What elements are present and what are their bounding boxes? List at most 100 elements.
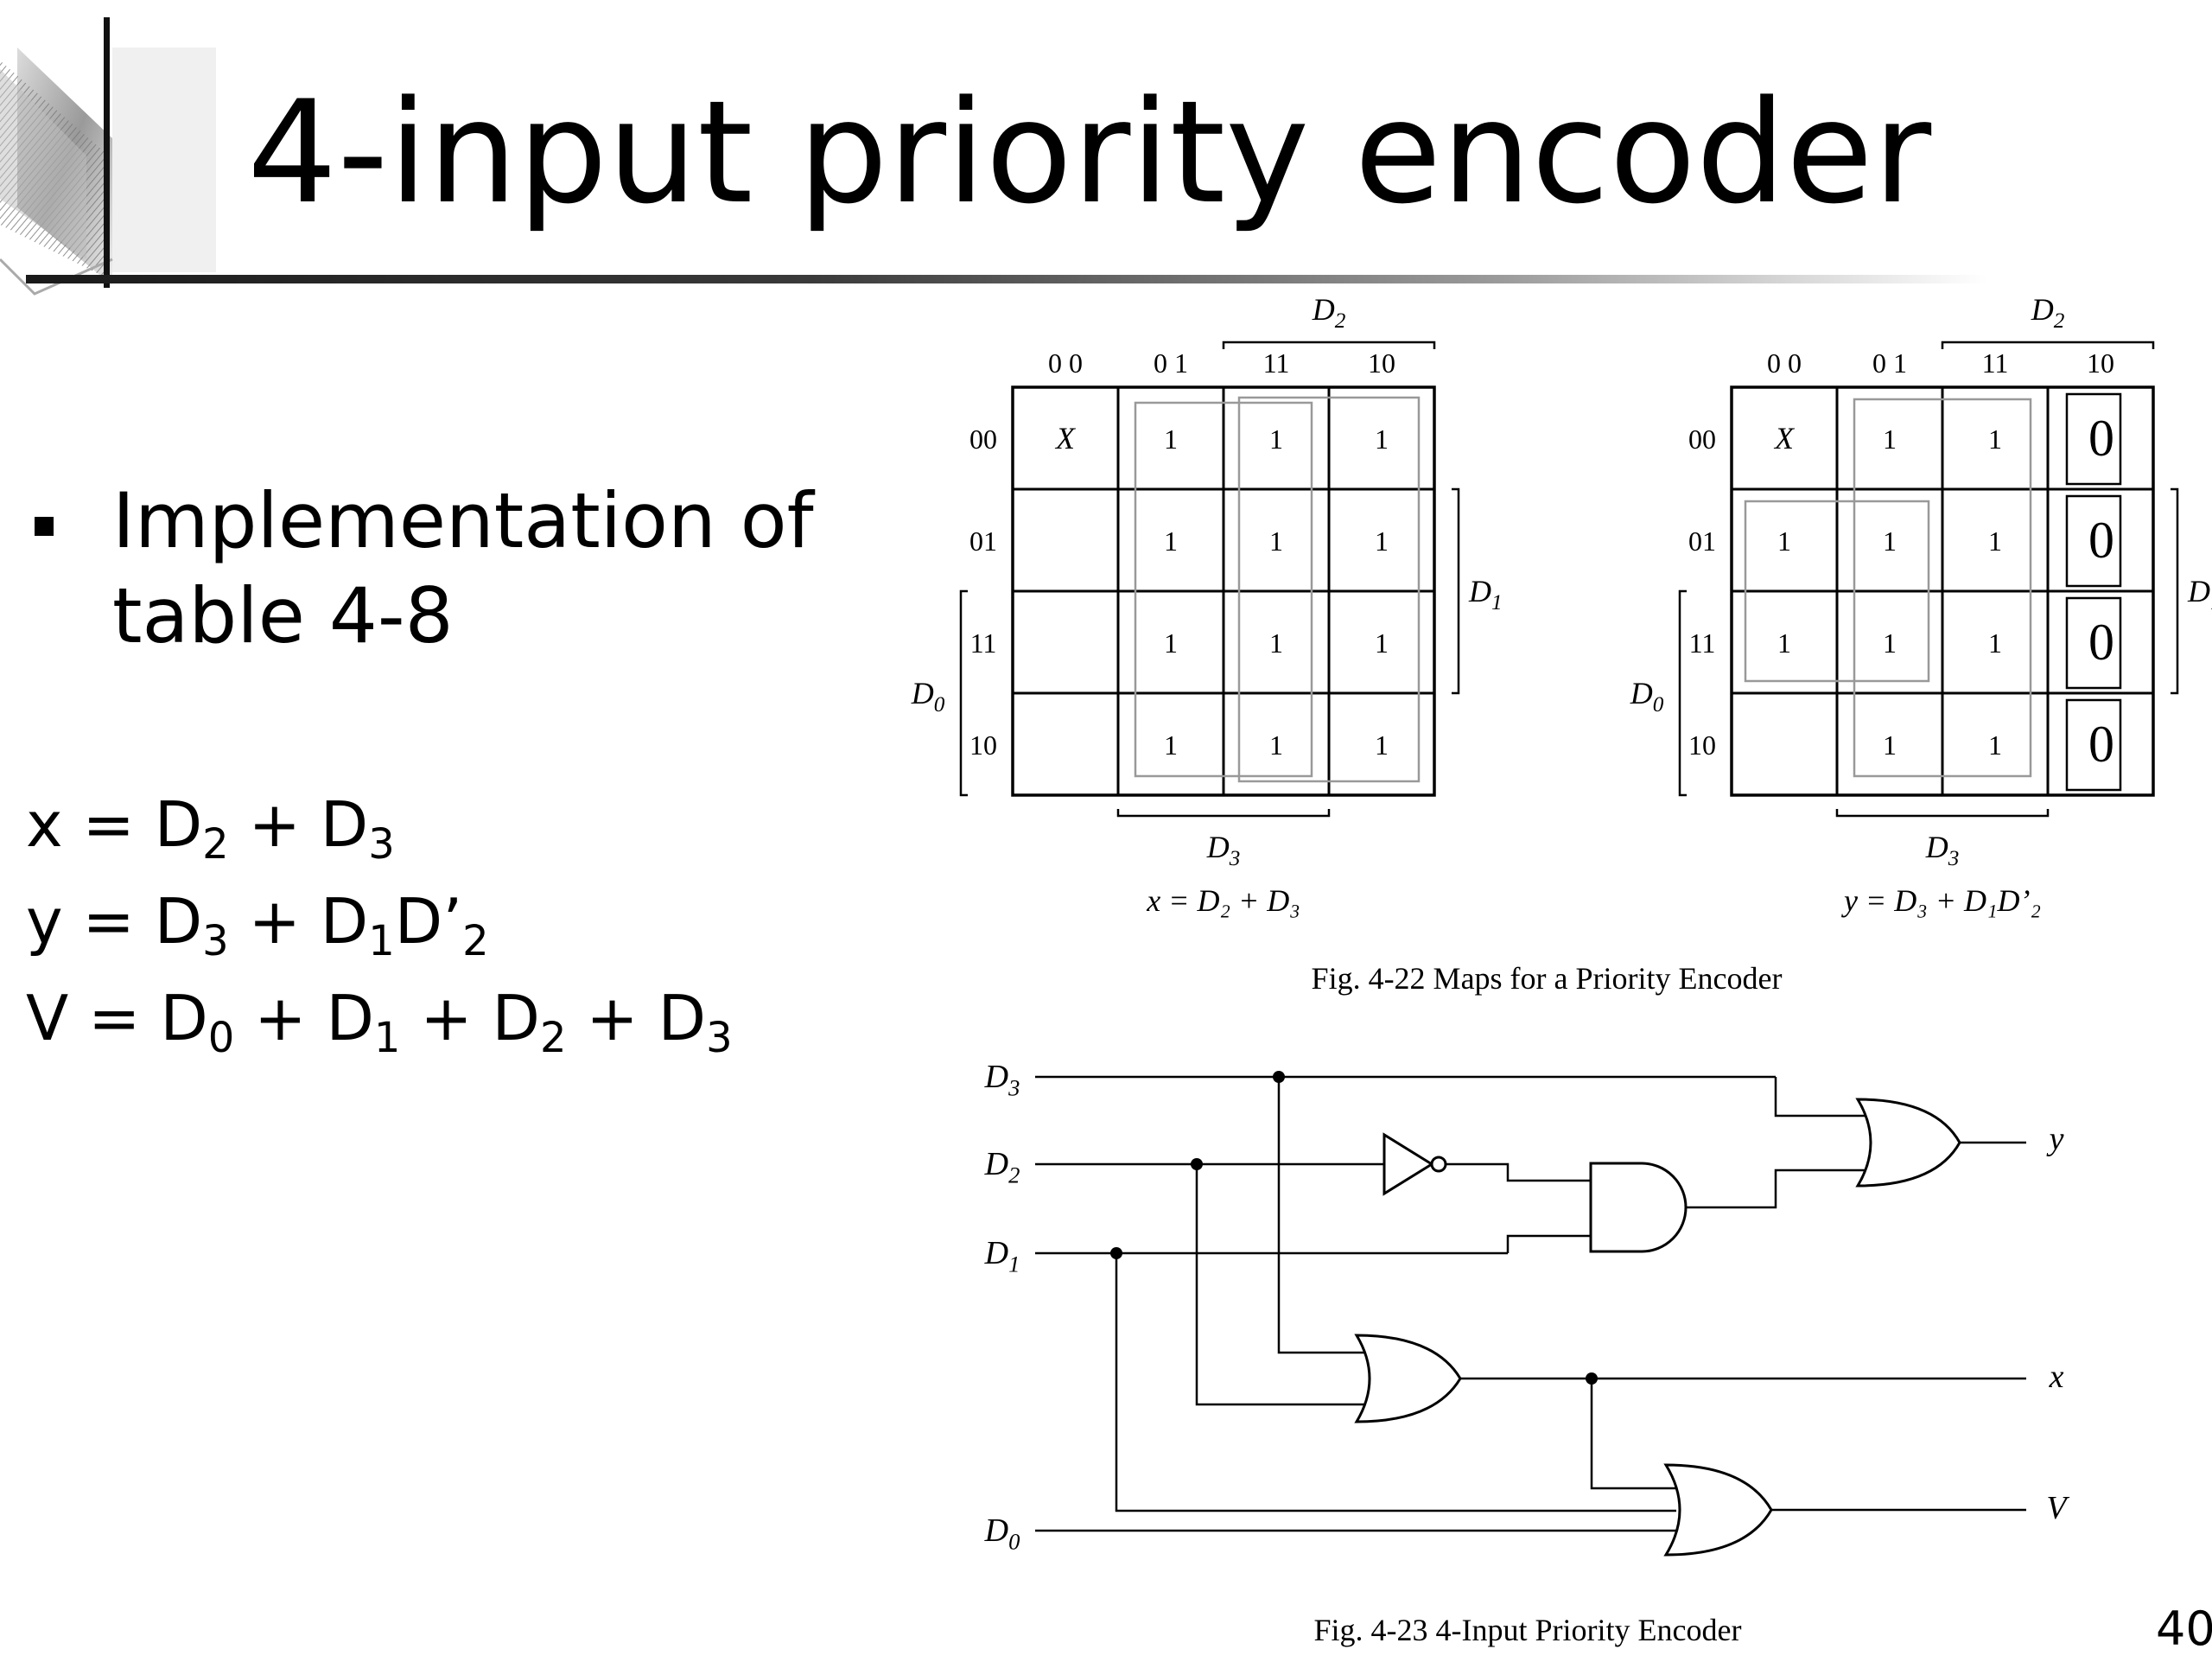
kmap-y-row-header: 01 [1688, 525, 1716, 557]
kmap-x-cell-value: 1 [1269, 525, 1283, 557]
kmap-y-label-left: D0 [1630, 676, 1664, 716]
and-gate [1589, 1162, 1688, 1253]
kmap-y-cell-value: 1 [1883, 423, 1897, 455]
kmap-x-cell-value: 1 [1164, 729, 1178, 761]
kmap-x-cell-value: 1 [1269, 627, 1283, 659]
kmap-y-col-header: 0 1 [1872, 347, 1907, 379]
kmap-y-label-top: D2 [2031, 292, 2065, 333]
kmap-x-label-top: D2 [1312, 292, 1346, 333]
kmap-x-cell-value: 1 [1164, 525, 1178, 557]
equation-v: V = D0 + D1 + D2 + D3 [26, 982, 733, 1062]
equation-x: x = D2 + D3 [26, 788, 395, 869]
kmap-x-col-header: 10 [1368, 347, 1395, 379]
kmap-y-col-header: 10 [2087, 347, 2114, 379]
kmap-y-cell-value: 1 [1988, 729, 2002, 761]
kmap-y-cell-value: X [1773, 421, 1796, 455]
kmap-x-bracket-top [1222, 341, 1436, 349]
kmap-y-bracket-right [2171, 487, 2179, 695]
circuit-output-label-x: x [2049, 1359, 2064, 1395]
kmap-y-bracket-bottom [1835, 809, 2050, 818]
kmap-y-cell-value: 0 [2088, 614, 2114, 671]
wire-and-to-or-y [1685, 1168, 1866, 1209]
kmap-x-cell-value: 1 [1375, 729, 1389, 761]
kmap-y-cell-value: 1 [1883, 627, 1897, 659]
wire-d3-to-or-x [1277, 1077, 1365, 1354]
kmap-x-row-header: 00 [969, 423, 997, 455]
kmap-caption: Fig. 4-22 Maps for a Priority Encoder [1312, 961, 1783, 996]
kmap-y-cell-value: 1 [1988, 423, 2002, 455]
kmap-x-col-header: 11 [1263, 347, 1290, 379]
kmap-x-label-left: D0 [911, 676, 945, 716]
kmap-y-row-header: 11 [1689, 627, 1716, 659]
kmap-x-row-header: 11 [970, 627, 997, 659]
circuit-caption: Fig. 4-23 4-Input Priority Encoder [1314, 1613, 1742, 1647]
kmap-y-row-header: 00 [1688, 423, 1716, 455]
kmap-y-bracket-left [1678, 589, 1687, 797]
circuit-output-label-v: V [2046, 1490, 2069, 1526]
kmap-y-col-header: 0 0 [1767, 347, 1802, 379]
or-gate-y [1855, 1098, 1961, 1188]
kmap-y-bracket-top [1941, 341, 2155, 349]
bullet-square-icon [35, 517, 54, 536]
or-gate-x [1354, 1334, 1462, 1423]
kmap-y-cell-value: 0 [2088, 512, 2114, 569]
kmap-y-cell-value: 0 [2088, 716, 2114, 773]
kmap-x-cell-value: X [1054, 421, 1077, 455]
kmap-y-cell-value: 0 [2088, 410, 2114, 467]
kmap-x-bracket-right [1452, 487, 1460, 695]
kmap-x-group-d3 [1134, 401, 1313, 778]
not-gate-bubble [1430, 1156, 1447, 1173]
kmap-x-label-right: D1 [1468, 574, 1503, 614]
title-rule [26, 275, 1987, 283]
not-gate [1382, 1132, 1434, 1196]
kmap-y-zero-box [2065, 494, 2122, 588]
kmap-x-bracket-bottom [1116, 809, 1331, 818]
kmap-x-cell-value: 1 [1375, 627, 1389, 659]
bullet-text: Implementation of table 4-8 [112, 476, 814, 660]
kmap-y-cell-value: 1 [1777, 525, 1791, 557]
kmap-y-cell-value: 1 [1883, 729, 1897, 761]
kmap-x-cell-value: 1 [1269, 423, 1283, 455]
kmap-x-equation: x = D₂ + D₃ [1146, 883, 1300, 918]
kmap-x-bracket-left [959, 589, 968, 797]
wire-x-to-or-v [1590, 1379, 1676, 1490]
kmap-y-row-header: 10 [1688, 729, 1716, 761]
kmap-x-cell-value: 1 [1375, 525, 1389, 557]
kmap-y-cell-value: 1 [1777, 627, 1791, 659]
corner-decoration [0, 48, 216, 296]
wire-d2-to-or-x [1195, 1164, 1365, 1406]
kmap-x-cell-value: 1 [1269, 729, 1283, 761]
kmap-y-zero-box [2065, 596, 2122, 690]
circuit-input-label-d2: D2 [984, 1146, 1020, 1188]
kmap-y-col-header: 11 [1982, 347, 2009, 379]
circuit-input-label-d3: D3 [984, 1059, 1020, 1101]
wire-d3-to-or-y [1774, 1077, 1866, 1118]
kmap-y-group-d1d2 [1744, 500, 1930, 683]
page-number: 40 [2156, 1602, 2212, 1656]
page-title: 4-input priority encoder [247, 70, 1932, 235]
kmap-x-label-bottom: D3 [1206, 830, 1241, 870]
kmap-y-equation: y = D₃ + D₁D’₂ [1841, 883, 2041, 918]
kmap-x-col-header: 0 0 [1048, 347, 1083, 379]
kmap-x-group-d2 [1237, 396, 1421, 783]
kmap-y-zero-box [2065, 698, 2122, 792]
wire-d1-to-or-v [1115, 1253, 1676, 1512]
kmap-x-row-header: 01 [969, 525, 997, 557]
kmap-y-cell-value: 1 [1988, 525, 2002, 557]
kmap-x-cell-value: 1 [1164, 627, 1178, 659]
kmap-x-cell-value: 1 [1375, 423, 1389, 455]
title-vertical-bar [104, 17, 110, 288]
kmap-x-col-header: 0 1 [1154, 347, 1188, 379]
kmap-y-group-d3 [1853, 398, 2032, 778]
equation-y: y = D3 + D1D’2 [26, 885, 489, 965]
kmap-x-row-header: 10 [969, 729, 997, 761]
kmap-y-cell-value: 1 [1988, 627, 2002, 659]
circuit-output-label-y: y [2046, 1121, 2064, 1157]
circuit-input-label-d1: D1 [984, 1235, 1020, 1277]
kmap-x-cell-value: 1 [1164, 423, 1178, 455]
kmap-y-label-bottom: D3 [1925, 830, 1960, 870]
wire-not-to-and [1446, 1162, 1591, 1182]
kmap-y-label-right: D1 [2187, 574, 2212, 614]
or-gate-v [1663, 1463, 1773, 1557]
